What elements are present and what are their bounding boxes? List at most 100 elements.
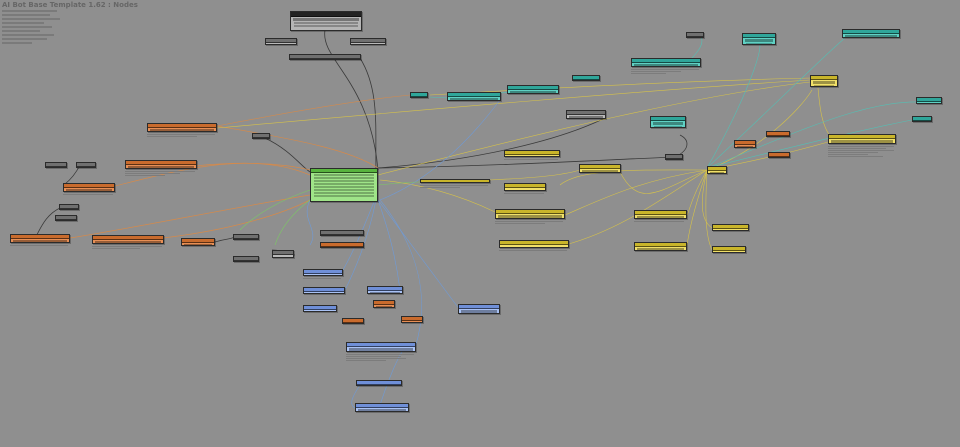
- graph-node[interactable]: [766, 131, 790, 137]
- graph-node[interactable]: [665, 154, 683, 160]
- node-comment: [634, 220, 684, 223]
- graph-node[interactable]: [303, 305, 337, 312]
- graph-node[interactable]: [303, 269, 343, 276]
- graph-node[interactable]: [458, 304, 500, 314]
- graph-node[interactable]: [447, 92, 501, 101]
- graph-node[interactable]: [265, 38, 297, 45]
- wire: [686, 169, 708, 216]
- graph-node[interactable]: [252, 133, 270, 139]
- graph-node[interactable]: [712, 246, 746, 253]
- wire: [564, 169, 708, 216]
- graph-node[interactable]: [912, 116, 932, 122]
- graph-node[interactable]: [734, 140, 756, 148]
- graph-node[interactable]: [125, 160, 197, 169]
- wire: [359, 57, 377, 171]
- graph-node[interactable]: [76, 162, 96, 168]
- graph-node[interactable]: [63, 183, 115, 192]
- wire: [216, 125, 379, 169]
- graph-node[interactable]: [499, 240, 569, 248]
- node-comment: [10, 244, 68, 247]
- graph-node[interactable]: [373, 300, 395, 308]
- graph-node[interactable]: [233, 256, 259, 262]
- graph-node[interactable]: [768, 152, 790, 158]
- node-comment: [499, 249, 567, 252]
- wire: [214, 236, 236, 243]
- template-info-notes: [2, 10, 62, 46]
- graph-node[interactable]: [147, 123, 217, 132]
- wire: [706, 44, 761, 169]
- graph-node[interactable]: [579, 164, 621, 173]
- graph-node[interactable]: [289, 54, 361, 60]
- graph-node[interactable]: [272, 250, 294, 258]
- graph-node[interactable]: [504, 183, 546, 191]
- graph-node[interactable]: [342, 318, 364, 324]
- graph-node[interactable]: [45, 162, 67, 168]
- wire: [379, 199, 422, 349]
- wire: [705, 169, 713, 251]
- graph-node[interactable]: [810, 75, 838, 87]
- main-state-node[interactable]: [310, 168, 378, 202]
- graph-node[interactable]: [356, 380, 402, 386]
- graph-node[interactable]: [420, 179, 490, 183]
- wire: [564, 169, 708, 246]
- node-comment: [495, 220, 563, 225]
- wire: [489, 169, 581, 181]
- graph-node[interactable]: [346, 342, 416, 352]
- node-comment: [303, 277, 341, 280]
- graph-node[interactable]: [634, 210, 687, 219]
- window-title: AI Bot Base Template 1.62 : Nodes: [2, 1, 138, 9]
- graph-node[interactable]: [59, 204, 79, 210]
- graph-node[interactable]: [10, 234, 70, 243]
- wire: [817, 87, 831, 137]
- graph-node[interactable]: [55, 215, 77, 221]
- wire: [274, 199, 311, 246]
- wire: [706, 37, 846, 169]
- graph-node[interactable]: [742, 33, 776, 45]
- graph-node[interactable]: [320, 242, 364, 248]
- graph-node[interactable]: [842, 29, 900, 38]
- graph-node[interactable]: [686, 32, 704, 38]
- wire: [239, 189, 311, 231]
- graph-node[interactable]: [233, 234, 259, 240]
- wire: [377, 117, 606, 169]
- graph-node[interactable]: [707, 166, 727, 174]
- entry-node[interactable]: [290, 11, 362, 31]
- graph-node[interactable]: [303, 287, 345, 294]
- graph-node[interactable]: [495, 209, 565, 219]
- wire: [686, 169, 708, 246]
- graph-node[interactable]: [367, 286, 403, 294]
- node-comment: [504, 192, 544, 195]
- graph-node[interactable]: [181, 238, 215, 246]
- node-comment: [147, 133, 215, 138]
- graph-node[interactable]: [410, 92, 428, 98]
- wire: [689, 34, 703, 61]
- node-comment: [92, 245, 162, 250]
- node-comment: [504, 158, 558, 161]
- graph-node[interactable]: [631, 58, 701, 67]
- graph-node[interactable]: [320, 230, 364, 236]
- graph-node[interactable]: [916, 97, 942, 104]
- graph-node[interactable]: [650, 116, 686, 128]
- graph-node[interactable]: [355, 403, 409, 412]
- graph-node[interactable]: [572, 75, 600, 81]
- wire: [377, 81, 811, 176]
- node-comment: [631, 68, 699, 75]
- graph-node[interactable]: [92, 235, 164, 244]
- graph-node[interactable]: [507, 85, 559, 94]
- graph-node[interactable]: [566, 110, 606, 119]
- graph-node[interactable]: [350, 38, 386, 45]
- graph-node[interactable]: [401, 316, 423, 323]
- graph-node[interactable]: [634, 242, 687, 251]
- graph-node[interactable]: [712, 224, 749, 231]
- node-comment: [125, 170, 195, 177]
- wire: [701, 169, 713, 229]
- wire: [162, 199, 311, 239]
- graph-node[interactable]: [504, 150, 560, 157]
- node-comment: [420, 184, 488, 189]
- wire: [306, 199, 314, 246]
- graph-node[interactable]: [828, 134, 896, 144]
- wire: [324, 29, 379, 171]
- wire: [377, 181, 421, 186]
